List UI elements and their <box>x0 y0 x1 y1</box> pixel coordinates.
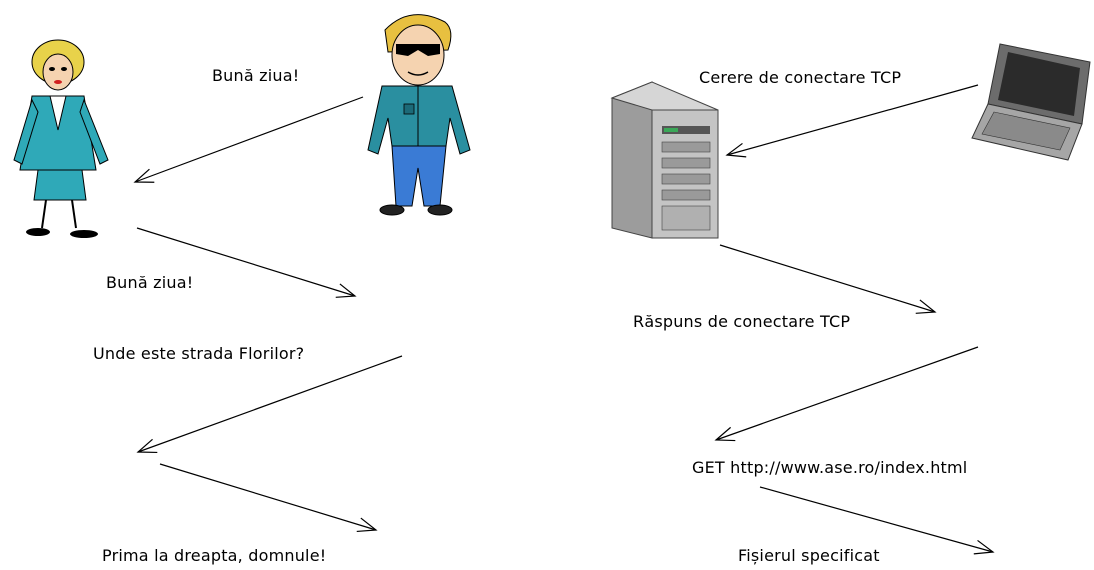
greeting-label-woman: Bună ziua! <box>106 273 194 292</box>
question-label: Unde este strada Florilor? <box>93 344 305 363</box>
arrow-question <box>136 355 403 454</box>
arrow-answer <box>159 463 378 533</box>
file-response-label: Fișierul specificat <box>738 546 880 565</box>
greeting-label-man: Bună ziua! <box>212 66 300 85</box>
arrow-tcp-request <box>725 84 979 158</box>
get-request-label: GET http://www.ase.ro/index.html <box>692 458 968 477</box>
answer-label: Prima la dreapta, domnule! <box>102 546 327 565</box>
man-with-sunglasses-icon <box>367 14 471 216</box>
arrow-tcp-response <box>719 244 937 314</box>
server-tower-icon <box>610 81 719 239</box>
arrow-woman-to-man <box>136 227 357 298</box>
arrow-file-response <box>759 486 995 555</box>
arrow-man-to-woman <box>133 96 364 183</box>
arrow-get-request <box>714 346 979 442</box>
tcp-response-label: Răspuns de conectare TCP <box>633 312 851 331</box>
laptop-icon <box>971 43 1091 161</box>
tcp-request-label: Cerere de conectare TCP <box>699 68 902 87</box>
woman-figure-icon <box>13 39 109 238</box>
